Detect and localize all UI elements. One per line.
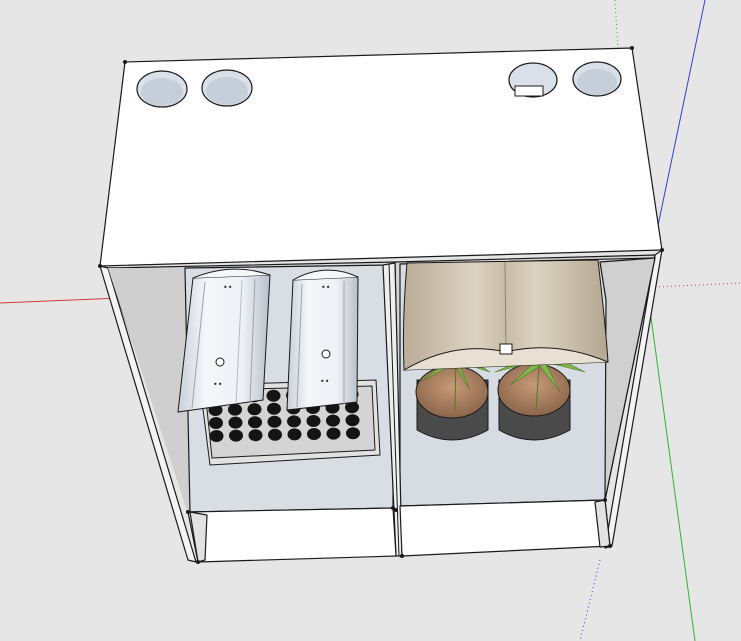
vertex-dot: [123, 60, 127, 64]
cable-through-vent: [514, 85, 544, 97]
tray-cell: [267, 415, 282, 428]
vertex-dot: [391, 506, 395, 510]
right-chamber-side-wall: [599, 257, 656, 501]
tray-cell: [247, 403, 262, 416]
green-axis-dotted: [614, 0, 619, 49]
tray-cell: [248, 429, 263, 442]
base-left-edge: [189, 511, 208, 563]
tray-cell: [248, 416, 262, 429]
light-mount-icon: [215, 357, 225, 367]
plant-pot[interactable]: [497, 363, 571, 441]
vertex-dot: [630, 46, 634, 50]
light-mount-icon: [321, 349, 331, 359]
left-side-shading: [108, 268, 192, 514]
tray-cell: [345, 414, 360, 427]
red-axis: [0, 297, 121, 304]
plant-pots: [415, 363, 571, 441]
svg-text:••: ••: [321, 283, 330, 292]
svg-text:••: ••: [320, 377, 329, 386]
tray-cell: [267, 402, 281, 415]
tray-cell: [326, 414, 340, 427]
tray-cell: [229, 429, 243, 442]
svg-text:••: ••: [213, 380, 222, 389]
tray-cell: [346, 427, 360, 440]
blue-axis-dotted: [579, 559, 601, 641]
vertex-dot: [400, 554, 404, 558]
tray-cell: [345, 401, 359, 414]
tray-cell: [268, 428, 282, 441]
tray-cell: [287, 428, 302, 441]
vertex-dot: [603, 498, 607, 502]
svg-text:••: ••: [223, 283, 232, 292]
grow-light-left[interactable]: •• ••: [177, 268, 271, 413]
tray-cell: [209, 430, 224, 442]
green-axis: [649, 309, 696, 641]
tray-cell: [326, 427, 341, 440]
red-axis-dotted: [654, 282, 741, 288]
vertex-dot: [98, 264, 102, 268]
tray-cell: [266, 389, 281, 402]
vertex-dot: [186, 510, 190, 514]
blue-axis: [654, 0, 706, 241]
left-drawer-front[interactable]: [187, 507, 397, 563]
tray-cell: [228, 416, 243, 429]
right-drawer-front[interactable]: [399, 499, 611, 557]
tray-cell: [306, 415, 321, 427]
grow-light-right[interactable]: •• ••: [286, 269, 359, 411]
cabinet-right-side[interactable]: [604, 249, 663, 549]
plant-pot[interactable]: [415, 365, 489, 441]
vertex-dot: [608, 544, 612, 548]
tray-cell: [209, 417, 223, 429]
vent-holes: [136, 61, 622, 108]
tray-cell: [287, 415, 301, 428]
tray-cell: [307, 428, 321, 440]
vertex-markers: [98, 46, 664, 564]
vertex-dot: [660, 248, 664, 252]
vertex-dot: [196, 560, 200, 564]
hood-hanger: [499, 343, 513, 355]
reflector-hood[interactable]: [402, 259, 609, 371]
vertex-dot: [394, 508, 398, 512]
tray-cell: [228, 403, 242, 416]
